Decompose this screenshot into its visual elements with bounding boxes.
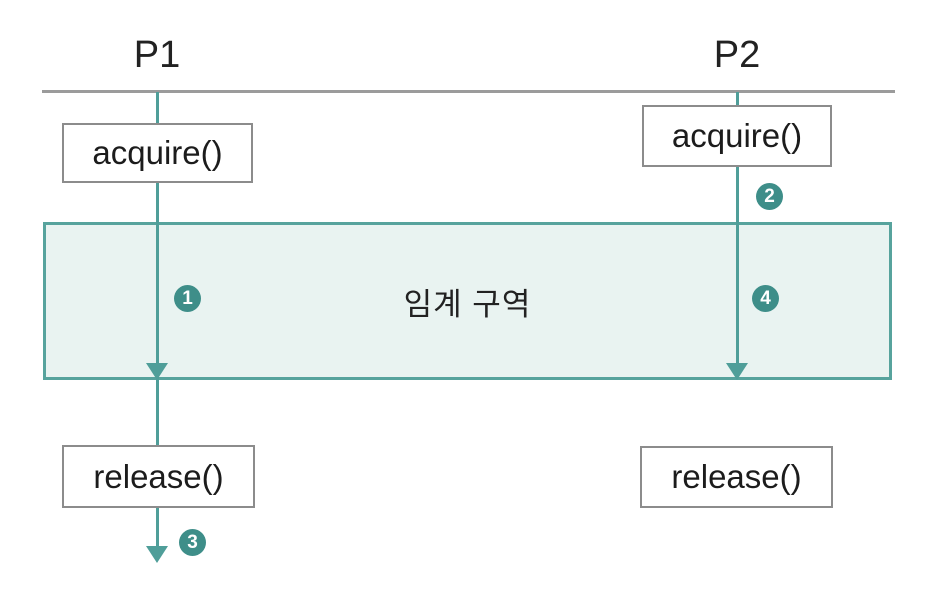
p1-release-box: release()	[62, 445, 255, 508]
critical-section-label: 임계 구역	[403, 286, 532, 322]
timeline-top-bar	[42, 90, 895, 93]
process-label-p1: P1	[133, 34, 181, 76]
step-marker-1: 1	[174, 285, 201, 312]
process-label-p2: P2	[713, 34, 761, 76]
p1-acquire-box: acquire()	[62, 123, 253, 183]
p1-acquire-label: acquire()	[92, 134, 223, 171]
step-marker-2: 2	[756, 183, 783, 210]
p2-release-box: release()	[640, 446, 833, 508]
p2-acquire-label: acquire()	[671, 117, 803, 154]
p1-arrowhead-end-icon	[146, 546, 168, 563]
step-marker-3: 3	[179, 529, 206, 556]
p2-acquire-box: acquire()	[642, 105, 832, 167]
p2-lifeline	[736, 92, 739, 368]
step-marker-4: 4	[752, 285, 779, 312]
p1-lifeline	[156, 92, 159, 550]
p2-arrowhead-critical-wait-icon	[726, 363, 748, 380]
p2-release-label: release()	[671, 458, 802, 495]
p1-release-label: release()	[93, 457, 224, 495]
p1-arrowhead-critical-exit-icon	[146, 363, 168, 380]
